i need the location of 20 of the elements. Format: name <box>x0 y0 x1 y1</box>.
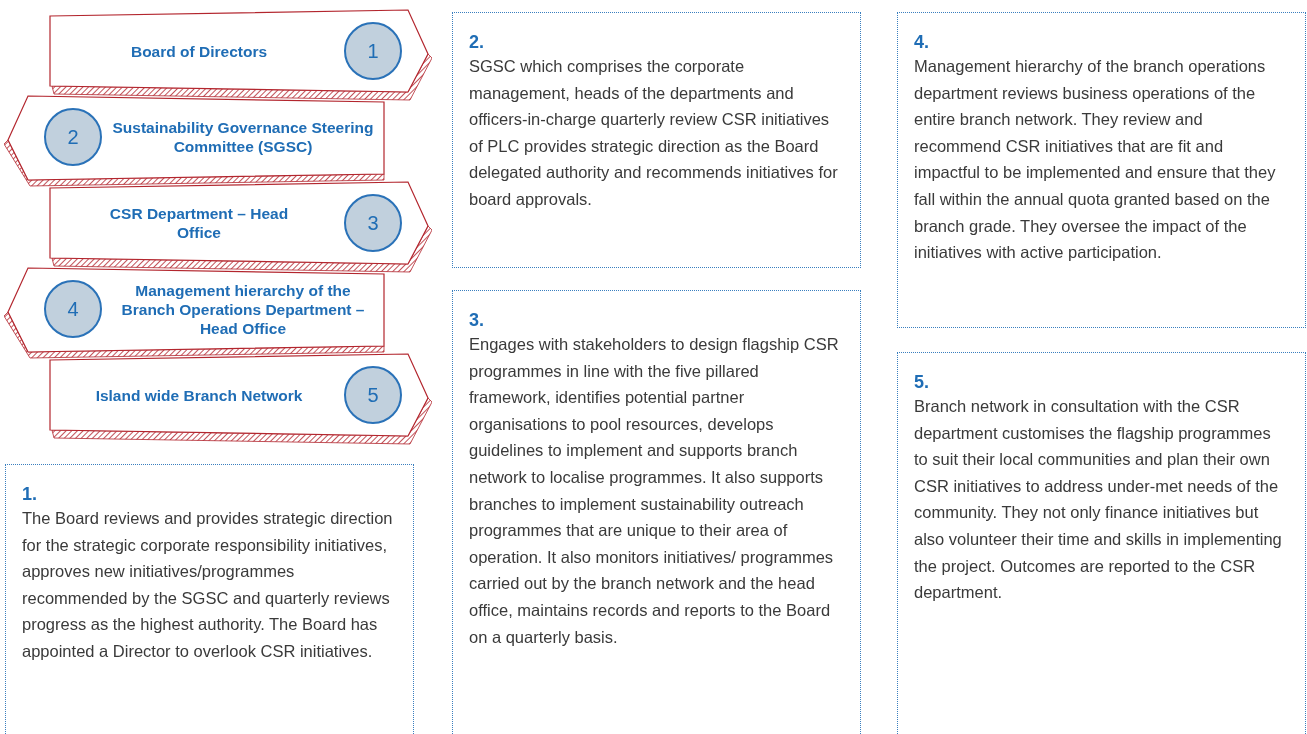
panel-number: 4. <box>914 31 930 53</box>
banner-title: Board of Directors <box>130 41 268 61</box>
text-panel <box>897 352 1306 734</box>
panel-text: Management hierarchy of the branch operations department reviews business operations of the entire branch network. They review and recommend CSR initiatives that are fit and impactful to be implemented and ensure that they fall within the annual quota granted based on the branch grade. They oversee the impact of the initiatives with active participation. <box>914 56 1277 264</box>
text-panel <box>897 12 1306 328</box>
text-panel <box>452 290 861 734</box>
text-panel <box>5 464 414 734</box>
panel-number: 1. <box>22 483 38 505</box>
banner-title: Management hierarchy of the Branch Operations Department – Head Office <box>120 280 366 338</box>
panel-number: 5. <box>914 371 930 393</box>
banner-title: Sustainability Governance Steering Committee (SGSC) <box>111 118 375 156</box>
panel-text: Branch network in consultation with the CSR department customises the flagship programmes to suit their local communities and plan their own CSR initiatives to address under-met needs of the community. They not only finance initiatives but also volunteer their time and skills in implementing the project. Outcomes are reported to the CSR department. <box>914 396 1283 604</box>
panel-text: SGSC which comprises the corporate management, heads of the departments and officers-in-charge quarterly review CSR initiatives of PLC provides strategic direction as the Board delegated authority and recommends initiatives for board approvals. <box>469 56 839 210</box>
panel-text: The Board reviews and provides strategic direction for the strategic corporate responsibility initiatives, approves new initiatives/programmes recommended by the SGSC and quarterly reviews progress as the highest authority. The Board has appointed a Director to overlook CSR initiatives. <box>22 508 394 662</box>
banner-title: Island wide Branch Network <box>95 385 303 405</box>
panel-number: 2. <box>469 31 485 53</box>
text-panel <box>452 12 861 268</box>
panel-number: 3. <box>469 309 485 331</box>
banner-title: CSR Department – Head Office <box>109 204 289 242</box>
panel-text: Engages with stakeholders to design flagship CSR programmes in line with the five pillared framework, identifies potential partner organisations to pool resources, develops guidelines to implement and supports branch network to localise programmes. It also supports branches to implement sustainability outreach programmes that are unique to their area of operation. It also monitors initiatives/ programmes carried out by the branch network and the head office, maintains records and reports to the Board on a quarterly basis. <box>469 334 840 648</box>
